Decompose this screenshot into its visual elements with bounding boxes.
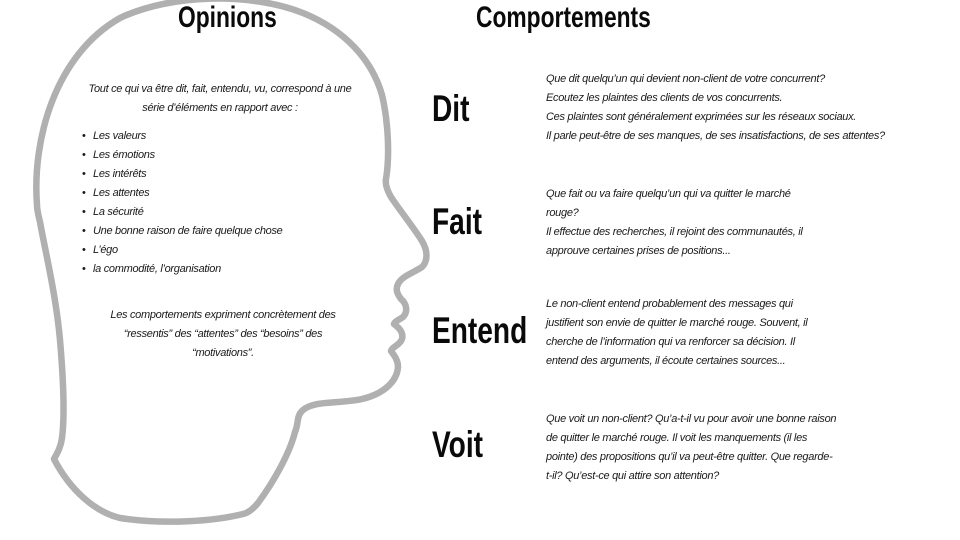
section-label-fait: Fait xyxy=(432,201,482,242)
opinions-title: Opinions xyxy=(178,1,277,34)
opinions-footer-text: Les comportements expriment concrètement… xyxy=(110,309,336,359)
section-label-voit: Voit xyxy=(432,424,484,465)
opinions-intro-text: Tout ce qui va être dit, fait, entendu, … xyxy=(88,83,352,114)
section-label-entend: Entend xyxy=(432,310,528,351)
head-silhouette xyxy=(33,0,430,525)
head-outline-path xyxy=(33,0,430,525)
opinions-bullet: Les valeurs xyxy=(82,127,283,146)
section-label-dit: Dit xyxy=(432,88,470,129)
section-text-entend: Le non-client entend probablement des me… xyxy=(546,298,808,367)
section-text-dit: Que dit quelqu’un qui devient non-client… xyxy=(546,73,885,142)
opinions-bullet: La sécurité xyxy=(82,203,283,222)
opinions-bullet: la commodité, l’organisation xyxy=(82,260,283,279)
opinions-bullet: Les attentes xyxy=(82,184,283,203)
opinions-bullet: Les émotions xyxy=(82,146,283,165)
comportements-title: Comportements xyxy=(476,1,651,34)
section-text-voit: Que voit un non-client? Qu’a-t-il vu pou… xyxy=(546,413,837,482)
opinions-bullet: Une bonne raison de faire quelque chose xyxy=(82,222,283,241)
section-text-fait: Que fait ou va faire quelqu’un qui va qu… xyxy=(546,188,803,257)
opinions-bullet-list: Les valeurs Les émotions Les intérêts Le… xyxy=(82,127,283,279)
opinions-bullet: Les intérêts xyxy=(82,165,283,184)
opinions-bullet: L’égo xyxy=(82,241,283,260)
